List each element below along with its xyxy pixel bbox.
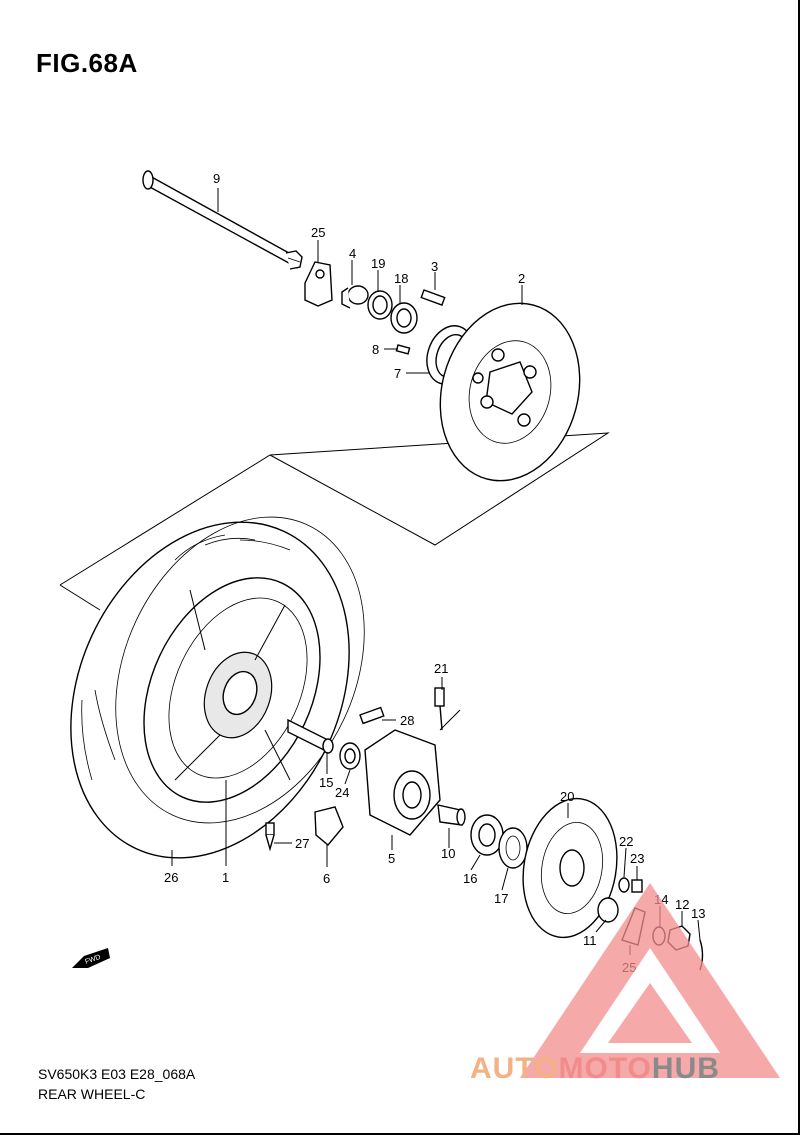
assembly-guide-outline — [59, 432, 610, 586]
figure-title: FIG.68A — [36, 48, 138, 78]
callout-11: 11 — [583, 933, 597, 948]
forward-direction-icon: FWD — [72, 948, 110, 968]
callout-27: 27 — [295, 836, 309, 851]
hub-bolt-part — [434, 687, 445, 731]
spacer-part — [341, 285, 369, 309]
callout-4: 4 — [349, 246, 356, 261]
callout-26: 26 — [164, 870, 178, 885]
bearing-part — [390, 302, 418, 334]
callout-22: 22 — [619, 834, 633, 849]
washer-part — [618, 877, 630, 893]
callout-2: 2 — [518, 271, 525, 286]
callout-21: 21 — [434, 661, 448, 676]
collar-part — [287, 718, 334, 754]
balancer-weight-part — [314, 806, 344, 846]
callout-7: 7 — [394, 366, 401, 381]
callout-15: 15 — [319, 775, 333, 790]
callout-17: 17 — [494, 891, 508, 906]
callout-19: 19 — [371, 256, 385, 271]
adjuster-collar-part — [597, 897, 619, 923]
callout-24: 24 — [335, 785, 349, 800]
diagram-code: SV650K3 E03 E28_068A — [38, 1066, 196, 1082]
chain-adjuster-part — [304, 261, 333, 307]
watermark-logo-icon — [520, 883, 780, 1078]
sprocket-collar-part — [437, 804, 466, 826]
sprocket-bearing-part — [470, 814, 504, 856]
callout-18: 18 — [394, 271, 408, 286]
callout-1: 1 — [222, 870, 229, 885]
callout-25-top: 25 — [311, 225, 325, 240]
watermark-word-1: AUTO — [470, 1052, 559, 1085]
axle-part — [142, 170, 303, 270]
callout-9: 9 — [213, 171, 220, 186]
callout-28: 28 — [400, 713, 414, 728]
watermark-word-3: HUB — [651, 1052, 720, 1085]
disc-bolt-part — [420, 289, 446, 306]
callout-3: 3 — [431, 259, 438, 274]
callout-5: 5 — [388, 851, 395, 866]
wheel-rim-part — [143, 577, 321, 803]
callout-23: 23 — [630, 851, 644, 866]
callout-6: 6 — [323, 871, 330, 886]
assembly-guide-outline-lower — [59, 584, 101, 611]
callout-13: 13 — [691, 906, 705, 921]
callout-labels: 9 25 4 19 18 3 2 8 7 21 28 15 24 5 10 16… — [164, 171, 705, 975]
callout-8: 8 — [372, 342, 379, 357]
sprocket-seal-part — [498, 827, 528, 869]
callout-16: 16 — [463, 871, 477, 886]
watermark-text: AUTOMOTOHUB — [470, 1052, 720, 1086]
ring-screw-part — [395, 344, 411, 355]
brake-disc-part — [439, 302, 581, 482]
diagram-name: REAR WHEEL-C — [38, 1086, 146, 1102]
hub-bearing-part — [339, 742, 361, 770]
watermark-word-2: MOTO — [558, 1052, 652, 1085]
callout-12: 12 — [675, 897, 689, 912]
tire-valve-part — [265, 822, 275, 852]
callout-20: 20 — [560, 789, 574, 804]
leader-lines — [171, 188, 701, 955]
sprocket-hub-part — [364, 729, 441, 836]
callout-10: 10 — [441, 846, 455, 861]
damper-part — [359, 706, 385, 725]
oil-seal-part — [367, 290, 393, 320]
rear-sprocket-part — [522, 797, 618, 939]
